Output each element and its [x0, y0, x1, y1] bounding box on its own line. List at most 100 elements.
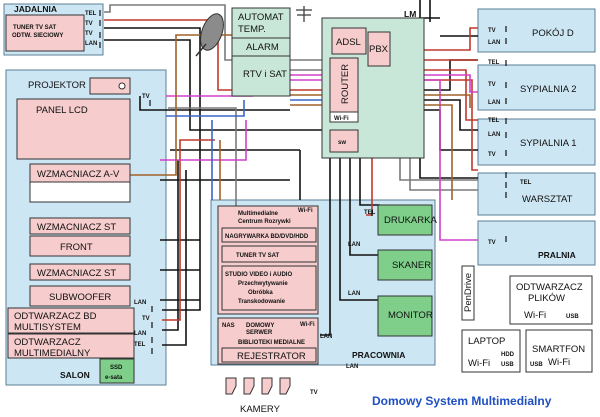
lan-label: LAN [348, 291, 360, 297]
lan-label: LAN [348, 242, 360, 248]
tv-label: TV [488, 152, 496, 158]
wzmacniacz-st1-label: WZMACNIACZ ST [37, 222, 116, 233]
laptop-label: LAPTOP [468, 336, 505, 347]
room-pralnia [477, 220, 596, 266]
router-label: ROUTER [340, 64, 351, 104]
room-label-sypialnia2: SYPIALNIA 2 [520, 84, 577, 95]
przechwytywanie-label: Przechwytywanie [238, 281, 288, 287]
projektor-label: PROJEKTOR [28, 80, 86, 91]
tel-label: TEL [364, 210, 376, 216]
panel-lcd-label: PANEL LCD [36, 105, 88, 116]
odtwarzacz-mm-label: ODTWARZACZ [14, 337, 81, 348]
skaner-label: SKANER [392, 260, 431, 271]
studio-box [221, 265, 317, 311]
tv-label: TV [85, 21, 93, 27]
lan-label: LAN [320, 334, 332, 340]
pbx-label: PBX [369, 44, 389, 55]
mm-center-wifi-label: Wi-Fi [298, 208, 313, 214]
odtwarzacz-plikow-box [509, 275, 593, 325]
camera-group [225, 377, 291, 395]
tv-label: TV [488, 240, 496, 246]
odtwarzacz-bd-box [7, 307, 135, 334]
laptop-wifi: Wi-Fi [468, 358, 490, 369]
smartfon-label: SMARTFON [532, 344, 585, 355]
wire-lan [339, 150, 378, 301]
pendrive-label: PenDrive [463, 273, 474, 312]
laptop-usb: USB [501, 362, 514, 368]
room-label-pracownia: PRACOWNIA [352, 350, 405, 360]
tuner-odtw-sieciowy-box [5, 14, 85, 52]
pendrive-box [461, 265, 475, 321]
tv-label: TV [142, 94, 150, 100]
nagrywarka-box [221, 227, 317, 243]
front-label: FRONT [60, 242, 93, 253]
wire-lan [162, 170, 187, 346]
room-label-warsztat: WARSZTAT [522, 194, 573, 205]
subwoofer-box [29, 285, 131, 307]
tel-label: TEL [520, 180, 532, 186]
esata-label: e-sata [105, 375, 123, 381]
odtw-sieciowy-label: ODTW. SIECIOWY [12, 33, 63, 39]
laptop-box [461, 329, 521, 373]
tuner-tv-sat-box [221, 245, 317, 263]
temp-label: TEMP. [238, 24, 266, 35]
lan-label: LAN [488, 40, 500, 46]
rtv-sat-box [231, 55, 291, 97]
odtwarzacz-mm-box [7, 333, 135, 359]
tv-label: TV [488, 82, 496, 88]
tuner-label: TUNER TV SAT [13, 25, 57, 31]
tuner-tv-sat-label: TUNER TV SAT [236, 253, 280, 259]
wifi-label: Wi-Fi [334, 116, 349, 122]
alarm-label: ALARM [246, 42, 279, 53]
lan-label: LAN [488, 100, 500, 106]
tv-label: TV [310, 390, 318, 396]
lm-label: LM [404, 9, 416, 19]
nagrywarka-label: NAGRYWARKA BD/DVD/HDD [225, 234, 309, 240]
multisystem-label: MULTISYSTEM [14, 322, 81, 333]
front-box [29, 235, 131, 257]
lan-label: LAN [85, 41, 97, 47]
studio-label: STUDIO VIDEO i AUDIO [225, 272, 292, 278]
server-wifi-label: Wi-Fi [300, 322, 315, 328]
drukarka-box [377, 204, 433, 236]
kamery-label: KAMERY [240, 404, 281, 415]
smartfon-wifi: Wi-Fi [548, 357, 570, 368]
wire-lan [104, 39, 322, 131]
wire-lan [162, 160, 179, 331]
projector-box [89, 77, 131, 95]
smartfon-usb: USB [530, 362, 543, 368]
wire-lan [162, 149, 201, 311]
room-warsztat [477, 172, 596, 216]
wire-lan [349, 150, 378, 256]
wire-coax [104, 4, 240, 61]
tel-label: TEL [134, 342, 146, 348]
wzmacniacz-av-speaker [29, 181, 131, 203]
tel-label: TEL [85, 11, 97, 17]
obrobka-label: Obróbka [248, 290, 273, 296]
wire-lan [139, 96, 290, 111]
room-label-salon: SALON [60, 370, 90, 380]
wire-lan [104, 27, 300, 151]
odtwarzacz-bd-label: ODTWARZACZ BD [14, 311, 97, 322]
camera-icon [243, 377, 255, 395]
wzmacniacz-st2-box [29, 263, 131, 281]
monitor-box [377, 295, 433, 337]
wifi-box [329, 111, 359, 123]
wire-lan [359, 150, 380, 206]
tel-label: TEL [488, 60, 500, 66]
wzmacniacz-st2-label: WZMACNIACZ ST [37, 268, 116, 279]
adsl-box [331, 27, 367, 55]
camera-icon [261, 377, 273, 395]
rejestrator-label: REJESTRATOR [237, 351, 306, 362]
lan-label: LAN [488, 132, 500, 138]
mm-center-label: Multimedialne [238, 211, 279, 217]
tv-label: TV [85, 31, 93, 37]
odtwarzacz-plikow-usb: USB [566, 314, 579, 320]
biblioteki-label: BIBLIOTEKI MEDIALNE [238, 340, 305, 346]
server-label2: SERWER [246, 330, 273, 336]
plikow-label: PLIKÓW [528, 293, 565, 304]
camera-icon [225, 377, 237, 395]
room-sypialnia2 [477, 64, 596, 111]
